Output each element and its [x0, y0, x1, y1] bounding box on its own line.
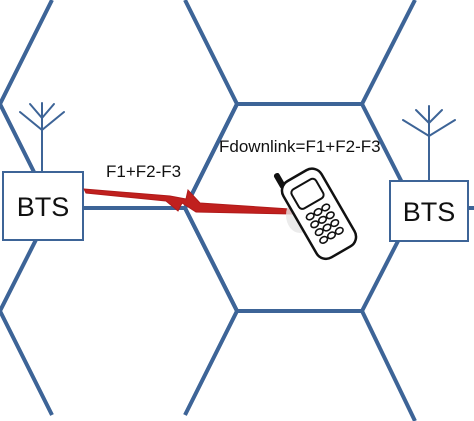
- right-bts-label: BTS: [403, 197, 456, 227]
- right-bts-box: [389, 180, 469, 242]
- cell-right-top: [360, 0, 417, 105]
- downlink-frequency-label: Fdownlink=F1+F2-F3: [219, 137, 381, 156]
- right-bts-antenna: antenna-icon: [402, 105, 456, 182]
- mobile-phone-icon: mobile-phone-icon: [273, 167, 358, 261]
- cell-lower: [0, 207, 240, 416]
- right-bts: BTS: [389, 180, 469, 242]
- left-bts-antenna: antenna-icon: [19, 102, 65, 173]
- left-bts-label: BTS: [17, 192, 70, 222]
- uplink-frequency-label: F1+F2-F3: [106, 162, 181, 181]
- left-bts-box: [2, 171, 84, 241]
- left-bts: BTS: [2, 171, 84, 241]
- cell-right-bottom: [360, 310, 417, 421]
